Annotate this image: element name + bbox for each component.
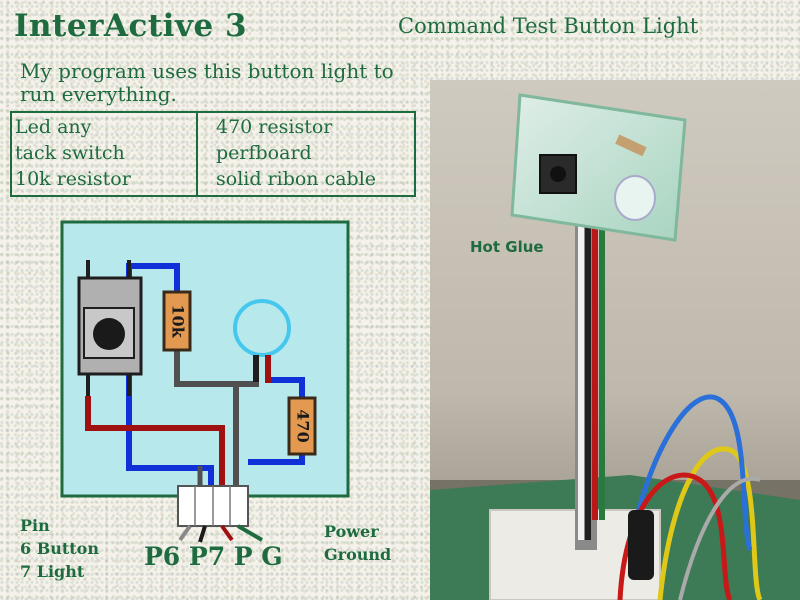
photo-wire-gray xyxy=(678,476,761,600)
wire-blue xyxy=(272,377,305,398)
part-item: Led any xyxy=(15,116,92,138)
resistor-10k-label: 10k xyxy=(169,304,188,338)
resistor-470 xyxy=(287,396,317,456)
tack-switch-button xyxy=(93,318,125,350)
power-legend: Power Ground xyxy=(324,520,391,566)
page-title: InterActive 3 xyxy=(14,8,248,44)
part-item: solid ribon cable xyxy=(216,168,377,190)
hot-glue-annotation: Hot Glue xyxy=(470,238,544,256)
resistor-10k xyxy=(162,290,192,352)
header-pin-labels: P6 P7 P G xyxy=(144,542,283,571)
wire-red xyxy=(85,396,225,520)
photo-switch-button xyxy=(550,166,566,182)
photo-wire-white xyxy=(578,220,584,540)
pin-legend-light: 7 Light xyxy=(20,562,85,581)
parts-list-right: 470 resistor perfboard solid ribon cable xyxy=(198,113,414,195)
part-item: 470 resistor xyxy=(216,116,333,138)
photo-wire-red xyxy=(592,220,598,520)
photo-led xyxy=(614,175,656,221)
photo-perfboard xyxy=(510,93,687,242)
cable-lead-red xyxy=(220,524,234,542)
photo-wire-blue xyxy=(627,394,753,551)
parts-list-left: Led any tack switch 10k resistor xyxy=(12,113,198,195)
photo-resistor xyxy=(615,134,647,157)
power-legend-ground: Ground xyxy=(324,545,392,564)
resistor-470-label: 470 xyxy=(294,409,313,442)
cable-lead-green xyxy=(236,524,264,542)
photo-wire-green xyxy=(599,220,605,520)
description-text: My program uses this button light to run… xyxy=(20,59,394,106)
wire-gray xyxy=(174,350,239,522)
power-legend-power: Power xyxy=(324,522,379,541)
part-item: 10k resistor xyxy=(15,168,131,190)
cable-lead-gray xyxy=(178,524,192,542)
part-item: tack switch xyxy=(15,142,125,164)
photo-wire-black xyxy=(585,220,591,540)
part-item: perfboard xyxy=(216,142,312,164)
page-subtitle: Command Test Button Light xyxy=(398,14,699,38)
wiring-schematic: 10k 470 xyxy=(60,220,350,543)
led xyxy=(233,299,291,357)
pin-legend: Pin 6 Button 7 Light xyxy=(20,514,99,583)
parts-list: Led any tack switch 10k resistor 470 res… xyxy=(10,111,416,197)
pin-legend-button: 6 Button xyxy=(20,539,99,558)
cable-lead-black xyxy=(198,525,207,543)
photo-wire-yellow xyxy=(657,446,763,600)
assembly-photo xyxy=(430,80,800,600)
pin-legend-title: Pin xyxy=(20,516,50,535)
photo-capacitor xyxy=(628,510,654,580)
